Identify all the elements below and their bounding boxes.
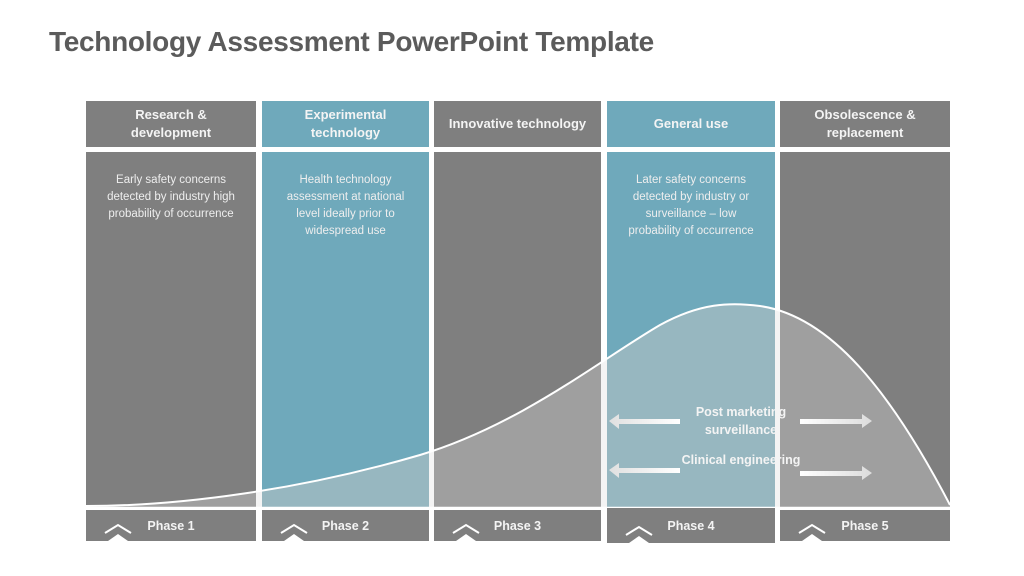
phase-label: Phase 3	[493, 518, 542, 533]
annotation-clinical-engineering: Clinical engineering	[681, 453, 801, 467]
chevron-up-icon	[280, 523, 308, 541]
column-header-label: Obsolescence & replacement	[814, 107, 916, 140]
column-body-experimental-technology: Health technology assessment at national…	[262, 152, 429, 507]
phase-4-tile: Phase 4	[607, 508, 775, 543]
column-header-label: Experimental technology	[304, 107, 387, 140]
column-header-research-development: Research & development	[86, 101, 256, 147]
column-description: Later safety concerns detected by indust…	[628, 174, 754, 237]
column-header-general-use: General use	[607, 101, 775, 147]
annotation-post-marketing-surveillance: Post marketing surveillance	[695, 405, 787, 437]
column-header-experimental-technology: Experimental technology	[262, 101, 429, 147]
column-body-innovative-technology	[434, 152, 601, 507]
column-description: Health technology assessment at national…	[286, 174, 405, 237]
phase-label: Phase 2	[321, 518, 370, 533]
phase-5-tile: Phase 5	[780, 510, 950, 541]
column-header-obsolescence-replacement: Obsolescence & replacement	[780, 101, 950, 147]
chevron-up-icon	[625, 525, 653, 543]
column-header-label: Innovative technology	[448, 116, 587, 131]
phase-2-tile: Phase 2	[262, 510, 429, 541]
chevron-up-icon	[104, 523, 132, 541]
phase-label: Phase 4	[667, 518, 715, 533]
phase-label: Phase 5	[841, 518, 889, 533]
chevron-up-icon	[798, 523, 826, 541]
phase-1-tile: Phase 1	[86, 510, 256, 541]
chevron-up-icon	[452, 523, 480, 541]
column-description: Early safety concerns detected by indust…	[107, 174, 235, 220]
column-body-research-development: Early safety concerns detected by indust…	[86, 152, 256, 507]
phase-label: Phase 1	[147, 518, 195, 533]
column-header-innovative-technology: Innovative technology	[434, 101, 601, 147]
column-header-label: Research & development	[130, 107, 212, 140]
column-header-label: General use	[653, 116, 729, 131]
page-title: Technology Assessment PowerPoint Templat…	[49, 26, 654, 57]
phase-3-tile: Phase 3	[434, 510, 601, 541]
